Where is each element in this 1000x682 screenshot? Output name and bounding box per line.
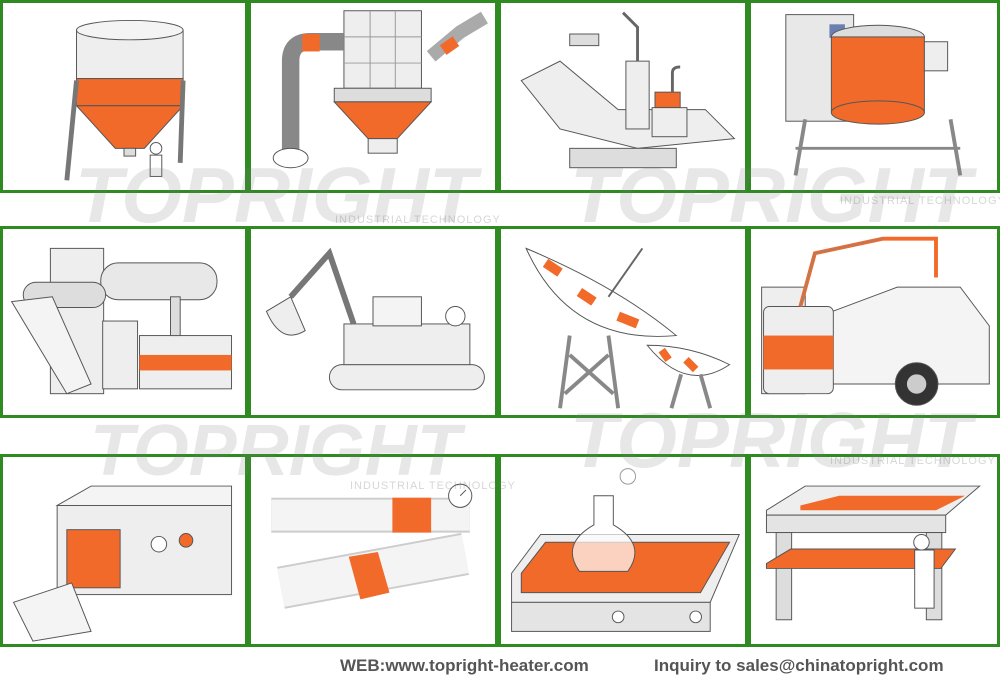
lab-hotplate-illustration (511, 468, 741, 632)
footer-inquiry[interactable]: Inquiry to sales@chinatopright.com (654, 656, 944, 675)
panel-lab-hotplate (498, 454, 748, 647)
panel-pipeline (248, 454, 498, 647)
panel-tunnel-oven (0, 454, 248, 647)
dust-collector-illustration (272, 10, 488, 169)
pipeline-illustration (271, 483, 473, 609)
watermark-tagline-2: INDUSTRIAL TECHNOLOGY (840, 195, 1000, 207)
heat-press-illustration (765, 485, 981, 621)
panel-fuel-truck (748, 226, 1000, 418)
tunnel-oven-illustration (12, 485, 233, 642)
watermark-tagline-1: INDUSTRIAL TECHNOLOGY (335, 214, 501, 226)
panel-silo-hopper (0, 0, 248, 193)
panel-satellite-dish (498, 226, 748, 418)
fuel-truck-illustration (761, 236, 990, 406)
panel-dental-chair (498, 0, 748, 193)
excavator-illustration (265, 247, 485, 391)
dental-chair-illustration (520, 11, 736, 169)
panel-heat-press (748, 454, 1000, 647)
extruder-illustration (10, 247, 233, 395)
silo-hopper-illustration (64, 19, 186, 181)
satellite-dish-illustration (525, 247, 731, 409)
footer: WEB:www.topright-heater.com Inquiry to s… (0, 650, 1000, 682)
panel-food-kettle (748, 0, 1000, 193)
panel-dust-collector (248, 0, 498, 193)
footer-website[interactable]: WEB:www.topright-heater.com (340, 656, 589, 675)
panel-excavator (248, 226, 498, 418)
food-kettle-illustration (785, 14, 963, 176)
panel-extruder (0, 226, 248, 418)
